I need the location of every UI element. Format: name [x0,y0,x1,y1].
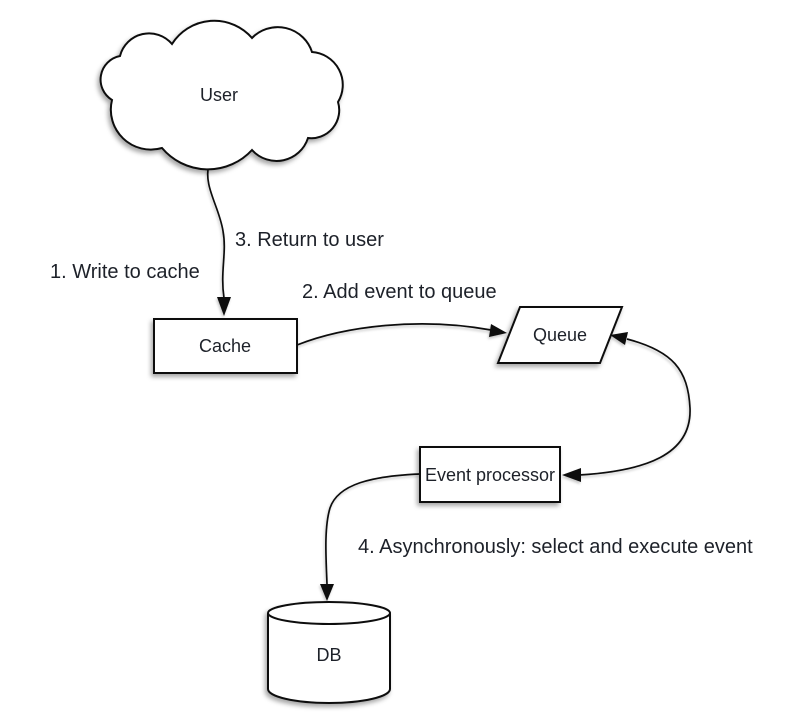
edge-cache-queue-line [296,323,492,346]
node-event-processor: Event processor [419,446,561,503]
node-db-label: DB [316,645,341,665]
step-label-return-to-user: 3. Return to user [235,229,384,251]
step-label-add-event-to-queue: 2. Add event to queue [302,281,497,303]
node-queue: Queue [496,306,624,364]
node-queue-label: Queue [533,325,587,345]
event-processor-box-shape [419,446,561,503]
node-user-label: User [200,85,238,105]
node-cache-label: Cache [199,336,251,356]
step-label-write-to-cache: 1. Write to cache [50,261,200,283]
edge-user-cache [206,163,231,316]
node-user: User [99,19,344,171]
edge-event-processor-db-line [325,473,421,585]
step-label-asynchronously-execute: 4. Asynchronously: select and execute ev… [358,536,753,558]
edge-cache-queue [296,323,507,346]
edge-queue-event-processor-line [578,338,691,476]
edge-event-processor-db-arrowhead [320,584,334,601]
edge-event-processor-arrowhead [562,468,581,482]
node-event-processor-label: Event processor [425,465,555,485]
edge-queue-event-processor [562,332,691,482]
step-labels-layer: 1. Write to cache 3. Return to user 2. A… [50,229,753,558]
edge-cache-queue-arrowhead [489,324,507,337]
edge-user-cache-arrowhead [217,297,231,316]
cloud-shape [99,19,344,171]
db-cylinder-shape [267,601,391,704]
cache-box-shape [153,318,298,374]
edge-user-cache-line [206,163,226,299]
node-cache: Cache [153,318,298,374]
edges-layer [206,163,691,601]
edge-queue-arrowhead [610,332,628,345]
node-db: DB [267,601,391,704]
edge-event-processor-db [320,473,421,601]
queue-parallelogram-shape [496,306,624,364]
